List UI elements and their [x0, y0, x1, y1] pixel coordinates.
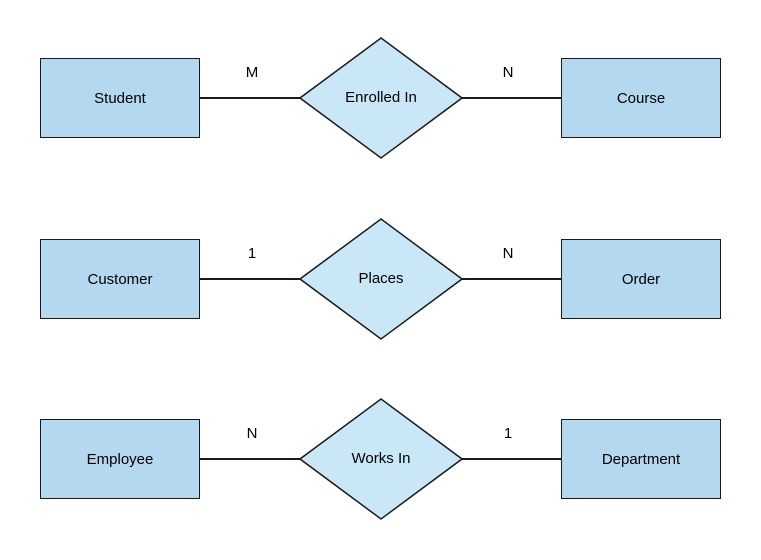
connector-places-order [462, 278, 561, 280]
cardinality-label-left: 1 [247, 245, 257, 262]
entity-student-label: Student [94, 89, 146, 107]
entity-customer-label: Customer [87, 270, 153, 288]
entity-department: Department [561, 419, 721, 499]
connector-worksin-department [462, 458, 561, 460]
entity-order: Order [561, 239, 721, 319]
relationship-enrolled-in-label: Enrolled In [345, 89, 417, 106]
connector-customer-places [200, 278, 300, 280]
er-row-employee-department: Employee N Works In 1 Department [0, 398, 761, 520]
cardinality-label-right: N [502, 245, 514, 262]
cardinality-label-left: M [245, 64, 259, 81]
relationship-diamond-works-in [299, 398, 463, 520]
relationship-works-in-label: Works In [351, 450, 411, 467]
entity-department-label: Department [601, 450, 681, 468]
relationship-diamond-enrolled-in [299, 37, 463, 159]
cardinality-label-left: N [246, 425, 258, 442]
entity-course-label: Course [616, 89, 666, 107]
er-row-customer-order: Customer 1 Places N Order [0, 218, 761, 340]
entity-order-label: Order [621, 270, 661, 288]
relationship-places-label: Places [358, 270, 404, 287]
relationship-diamond-places [299, 218, 463, 340]
cardinality-label-right: N [502, 64, 514, 81]
cardinality-label-right: 1 [503, 425, 513, 442]
entity-student: Student [40, 58, 200, 138]
connector-enrolledin-course [462, 97, 561, 99]
entity-customer: Customer [40, 239, 200, 319]
entity-course: Course [561, 58, 721, 138]
connector-student-enrolledin [200, 97, 300, 99]
er-row-student-course: Student M Enrolled In N Course [0, 37, 761, 159]
entity-employee: Employee [40, 419, 200, 499]
entity-employee-label: Employee [86, 450, 154, 468]
connector-employee-worksin [200, 458, 300, 460]
